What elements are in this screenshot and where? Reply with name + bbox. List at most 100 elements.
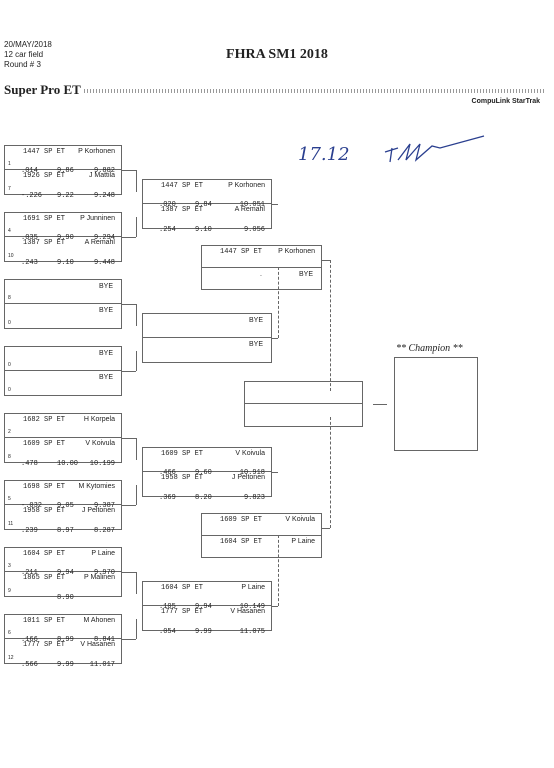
- connector-line: [122, 371, 136, 372]
- speed: 8.287: [93, 527, 115, 535]
- bracket-slot: [245, 404, 362, 426]
- elapsed-time: 8.99: [57, 636, 74, 644]
- dot-mark: .: [260, 270, 262, 278]
- connector-line: [122, 237, 136, 238]
- reaction-time: .239: [21, 527, 38, 535]
- reaction-time: .166: [21, 636, 38, 644]
- car-number: 1691 SP ET: [23, 215, 66, 223]
- car-number: 1609 SP ET: [220, 516, 263, 524]
- car-number: 1698 SP ET: [23, 483, 66, 491]
- car-number: 1604 SP ET: [161, 584, 204, 592]
- driver-name: P Korhonen: [228, 182, 265, 189]
- connector-line: [278, 535, 279, 606]
- elapsed-time: 9.84: [195, 201, 212, 209]
- lane-number: 1: [8, 161, 11, 167]
- header-round: Round # 3: [4, 60, 41, 69]
- lane-number: 3: [8, 563, 11, 569]
- driver-name: J Mattila: [88, 172, 115, 179]
- connector-line: [322, 259, 330, 261]
- reaction-time: .014: [21, 167, 38, 175]
- car-number: 1447 SP ET: [161, 182, 204, 190]
- champion-label: ** Champion **: [396, 343, 463, 354]
- connector-line: [136, 170, 137, 192]
- lane-number: 4: [8, 228, 11, 234]
- lane-number: 2: [8, 429, 11, 435]
- reaction-time: .243: [21, 259, 38, 267]
- car-number: 1958 SP ET: [161, 474, 204, 482]
- lane-number: 0: [8, 320, 11, 326]
- elapsed-time: 9.22: [57, 192, 74, 200]
- car-number: 1609 SP ET: [23, 440, 66, 448]
- lane-number: 9: [8, 588, 11, 594]
- speed: 10.149: [239, 603, 265, 611]
- reaction-time: .035: [21, 234, 38, 242]
- reaction-time: .478: [21, 460, 38, 468]
- bracket-slot: 1609 SP ET V Koivula: [202, 514, 321, 536]
- page-title: FHRA SM1 2018: [226, 47, 328, 62]
- elapsed-time: 9.05: [57, 502, 74, 510]
- connector-line: [278, 267, 279, 338]
- driver-name: P Korhonen: [78, 148, 115, 155]
- lane-number: 8: [8, 454, 11, 460]
- driver-name: V Koivula: [285, 516, 315, 523]
- car-number: 1865 SP ET: [23, 574, 66, 582]
- elapsed-time: 9.90: [57, 234, 74, 242]
- car-number: 1604 SP ET: [220, 537, 263, 546]
- connector-line: [272, 338, 278, 339]
- header-date: 20/MAY/2018: [4, 40, 52, 49]
- driver-name: P Malinen: [83, 574, 115, 581]
- driver-name: H Korpela: [83, 416, 115, 423]
- connector-line: [122, 438, 136, 439]
- hatch-rule: [84, 89, 544, 93]
- driver-name: P Junninen: [80, 215, 115, 222]
- connector-line: [136, 438, 137, 460]
- driver-name: J Peltonen: [231, 474, 265, 481]
- speed: 9.448: [93, 259, 115, 267]
- driver-name: A Remahl: [234, 206, 265, 213]
- driver-name: A Remahl: [84, 239, 115, 246]
- lane-number: 5: [8, 496, 11, 502]
- reaction-time: .054: [159, 628, 176, 636]
- elapsed-time: 8.97: [57, 527, 74, 535]
- speed: 10.918: [239, 469, 265, 477]
- driver-name: P Laine: [91, 550, 115, 557]
- elapsed-time: 9.60: [195, 469, 212, 477]
- header-field: 12 car field: [4, 50, 44, 59]
- lane-number: 0: [8, 387, 11, 393]
- connector-line: [136, 216, 137, 237]
- champion-box: [394, 357, 478, 451]
- driver-name: V Hasanen: [230, 608, 265, 615]
- connector-line: [322, 527, 330, 529]
- car-number: 1682 SP ET: [23, 416, 66, 424]
- elapsed-time: 9.99: [57, 661, 74, 669]
- bracket-slot: [245, 382, 362, 404]
- bye-label: BYE: [248, 341, 263, 348]
- reaction-time: .211: [21, 569, 38, 577]
- connector-line: [122, 304, 136, 305]
- reaction-time: .020: [159, 201, 176, 209]
- elapsed-time: 9.94: [57, 569, 74, 577]
- speed: 9.823: [243, 494, 265, 502]
- reaction-time: .369: [159, 494, 176, 502]
- driver-name: J Peltonen: [81, 507, 115, 514]
- connector-line: [136, 304, 137, 326]
- driver-name: V Koivula: [235, 450, 265, 457]
- connector-line: [136, 618, 137, 639]
- car-number: 1447 SP ET: [220, 248, 263, 256]
- elapsed-time: 8.20: [195, 494, 212, 502]
- final-pair: [244, 381, 363, 427]
